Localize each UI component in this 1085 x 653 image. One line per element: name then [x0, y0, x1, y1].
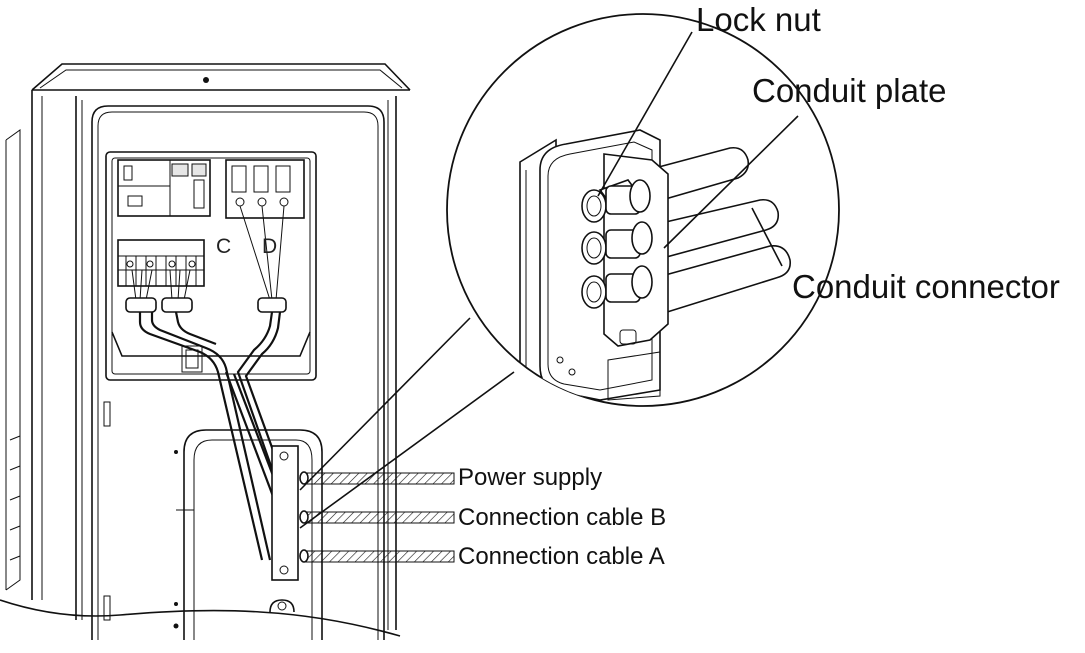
panel-letter-c: C: [216, 235, 232, 258]
connector-row-2: [581, 221, 653, 265]
lower-opening: [174, 429, 323, 640]
label-conduit-connector: Conduit connector: [792, 268, 1060, 305]
internal-wiring: [125, 205, 287, 313]
electrical-box: [105, 151, 317, 381]
label-lock-nut: Lock nut: [696, 1, 821, 38]
leader-lines: [597, 31, 799, 267]
cable-stubs: [299, 471, 455, 563]
cable-routes: [138, 311, 292, 561]
panel-letter-d: D: [262, 235, 278, 258]
detail-circle: [299, 13, 840, 529]
outdoor-unit-housing: [0, 63, 411, 640]
connector-row-3: [581, 265, 653, 309]
label-connection-cable-b: Connection cable B: [458, 504, 667, 531]
label-power-supply: Power supply: [458, 464, 603, 491]
label-conduit-plate: Conduit plate: [752, 72, 947, 109]
label-connection-cable-a: Connection cable A: [458, 543, 665, 570]
connector-row-1: [581, 179, 651, 223]
